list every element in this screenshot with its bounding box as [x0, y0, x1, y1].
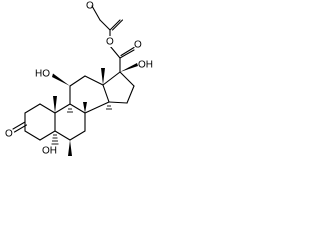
c9-h-hash [67, 108, 73, 113]
steroid-structure-diagram: O O O OH HO O OH [5, 1, 153, 157]
bond [54, 130, 71, 141]
bond [39, 130, 56, 141]
bond [102, 84, 110, 103]
c5-oh-label: OH [42, 146, 57, 157]
c11-ho-wedge [52, 73, 70, 86]
c6-methyl-wedge [68, 140, 72, 156]
bond [119, 49, 135, 59]
bond [69, 130, 86, 141]
c17-oh-label: OH [138, 60, 153, 71]
c5-oh-hash [51, 134, 59, 145]
acetyl-carbonyl-o-label: O [86, 1, 94, 12]
c14-h-hash [106, 105, 112, 110]
bond [39, 103, 56, 114]
bond [24, 130, 41, 141]
c13-methyl-wedge [101, 68, 105, 85]
bond [108, 101, 128, 104]
c3-carbonyl-bond [12, 121, 26, 130]
c17-oh-wedge [120, 63, 138, 72]
bond [120, 46, 135, 57]
c8-h-wedge [83, 102, 87, 113]
ester-o-label: O [106, 37, 114, 48]
c3-ketone-o-label: O [5, 129, 13, 140]
bond [119, 71, 135, 87]
ring-b [54, 103, 86, 141]
side-chain-ketone-o-label: O [134, 40, 142, 51]
side-chain [109, 45, 135, 73]
bond [54, 103, 71, 114]
c10-methyl-wedge [53, 96, 57, 113]
bond [69, 75, 86, 87]
bond [84, 101, 110, 114]
ring-c [69, 75, 110, 114]
ring-a [24, 103, 56, 141]
acetyl-group [91, 5, 124, 39]
bond [109, 19, 121, 31]
c3-carbonyl-bond-2 [13, 124, 28, 133]
bond [126, 85, 135, 104]
bond [102, 71, 121, 86]
ring-d [102, 71, 135, 104]
bond [111, 19, 124, 31]
bond [91, 5, 101, 21]
bond [69, 103, 86, 114]
c11-ho-label: HO [35, 69, 50, 80]
bond [99, 19, 111, 31]
bond [84, 75, 104, 86]
bond [109, 45, 121, 59]
bond [24, 103, 41, 114]
